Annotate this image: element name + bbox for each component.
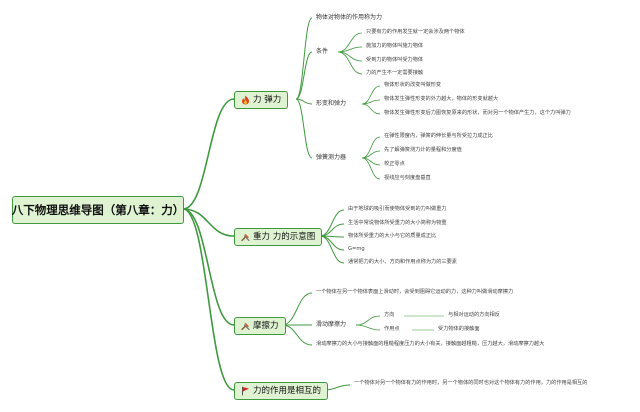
sliding-friction-label: 滑动摩擦力 xyxy=(316,321,347,328)
deformation-item: 物体形状的改变叫做形变 xyxy=(384,82,442,88)
branch-label: 力的作用是相互的 xyxy=(253,385,322,396)
spring-scale-item: 先了解弹簧测力计的量程和分度值 xyxy=(384,147,462,153)
tools-icon xyxy=(241,321,250,331)
spring-scale-item: 校正零点 xyxy=(384,161,405,167)
connector xyxy=(319,223,345,237)
point-label: 作用点 xyxy=(384,326,400,332)
friction-definition: 一个物体在另一个物体表面上滑动时，会受到阻碍它运动的力，这种力叫做滑动摩擦力 xyxy=(316,289,514,295)
deformation-label: 形变和弹力 xyxy=(316,100,347,107)
connector xyxy=(295,98,313,105)
connector xyxy=(337,32,363,53)
condition-item: 受到力的物体叫受力物体 xyxy=(366,57,424,63)
force-definition: 物体对物体的作用称为力 xyxy=(316,14,383,21)
spring-scale-item: 视线应与刻度盘垂直 xyxy=(384,175,431,181)
connector xyxy=(182,208,235,391)
connector xyxy=(295,17,313,100)
spring-scale-label: 弹簧测力器 xyxy=(316,154,347,161)
connector xyxy=(337,51,363,62)
branch-label: 力 弹力 xyxy=(253,94,282,105)
point-value: 受力物体的接触面 xyxy=(438,326,480,332)
connector xyxy=(319,209,345,237)
connector xyxy=(319,235,345,251)
fire-icon xyxy=(241,95,250,105)
connector xyxy=(295,98,313,159)
connector xyxy=(361,157,381,180)
connector xyxy=(361,136,381,159)
connector xyxy=(281,324,313,346)
connector xyxy=(355,315,381,326)
gravity-item: 由于地球的吸引而使物体受到的力叫做重力 xyxy=(348,206,447,212)
direction-label: 方向 xyxy=(384,312,395,318)
connector xyxy=(337,51,363,75)
branch-force-elastic[interactable]: 力 弹力 xyxy=(234,91,289,109)
direction-value: 与相对运动的方向相反 xyxy=(448,312,500,318)
gravity-item: 物体所受重力的大小与它的质量成正比 xyxy=(348,233,437,239)
condition-item: 力的产生不一定需要接触 xyxy=(366,70,424,76)
connector xyxy=(361,85,381,105)
root-title: 八下物理思维导图（第八章：力） xyxy=(12,196,184,224)
mutual-force-item: 一个物体对另一个物体有力的作用时，另一个物体的同时也对这个物体有力的作用，力的作… xyxy=(354,380,588,386)
friction-factors: 滑动摩擦力的大小与接触面的粗糙程度压力的大小有关，接触面越粗糙，压力越大，滑动摩… xyxy=(316,341,545,347)
tools-icon xyxy=(241,232,250,242)
connector xyxy=(182,208,235,326)
connector xyxy=(295,51,313,100)
condition-item: 施加力的物体叫施力物体 xyxy=(366,43,424,49)
conditions-label: 条件 xyxy=(316,48,329,55)
branch-mutual-force[interactable]: 力的作用是相互的 xyxy=(234,382,329,400)
flag-icon xyxy=(241,386,250,396)
connector xyxy=(361,103,381,115)
gravity-formula: G=mg xyxy=(348,246,365,252)
branch-label: 重力 力的示意图 xyxy=(253,231,316,242)
connector xyxy=(281,292,313,326)
deformation-item: 物体发生弹性形变后力图恢复原来的形状，而对另一个物体产生力，这个力叫弹力 xyxy=(384,110,571,116)
spring-scale-item: 在弹性限度内，弹簧的伸长量与所受拉力成正比 xyxy=(384,133,493,139)
deformation-item: 物体发生弹性形变的外力越大，物体的形变就越大 xyxy=(384,96,499,102)
gravity-item: 生活中常说物体所受重力的大小简称为物重 xyxy=(348,220,447,226)
gravity-item: 通常把力的大小、方向和作用点称为力的三要素 xyxy=(348,259,457,265)
branch-friction[interactable]: 摩擦力 xyxy=(234,317,286,335)
connector xyxy=(182,208,235,237)
branch-gravity[interactable]: 重力 力的示意图 xyxy=(234,228,323,246)
connector xyxy=(355,324,381,331)
branch-label: 摩擦力 xyxy=(253,320,279,331)
condition-item: 只要有力的作用发生就一定会涉及两个物体 xyxy=(366,29,465,35)
connector xyxy=(182,98,235,210)
connector xyxy=(319,235,345,264)
